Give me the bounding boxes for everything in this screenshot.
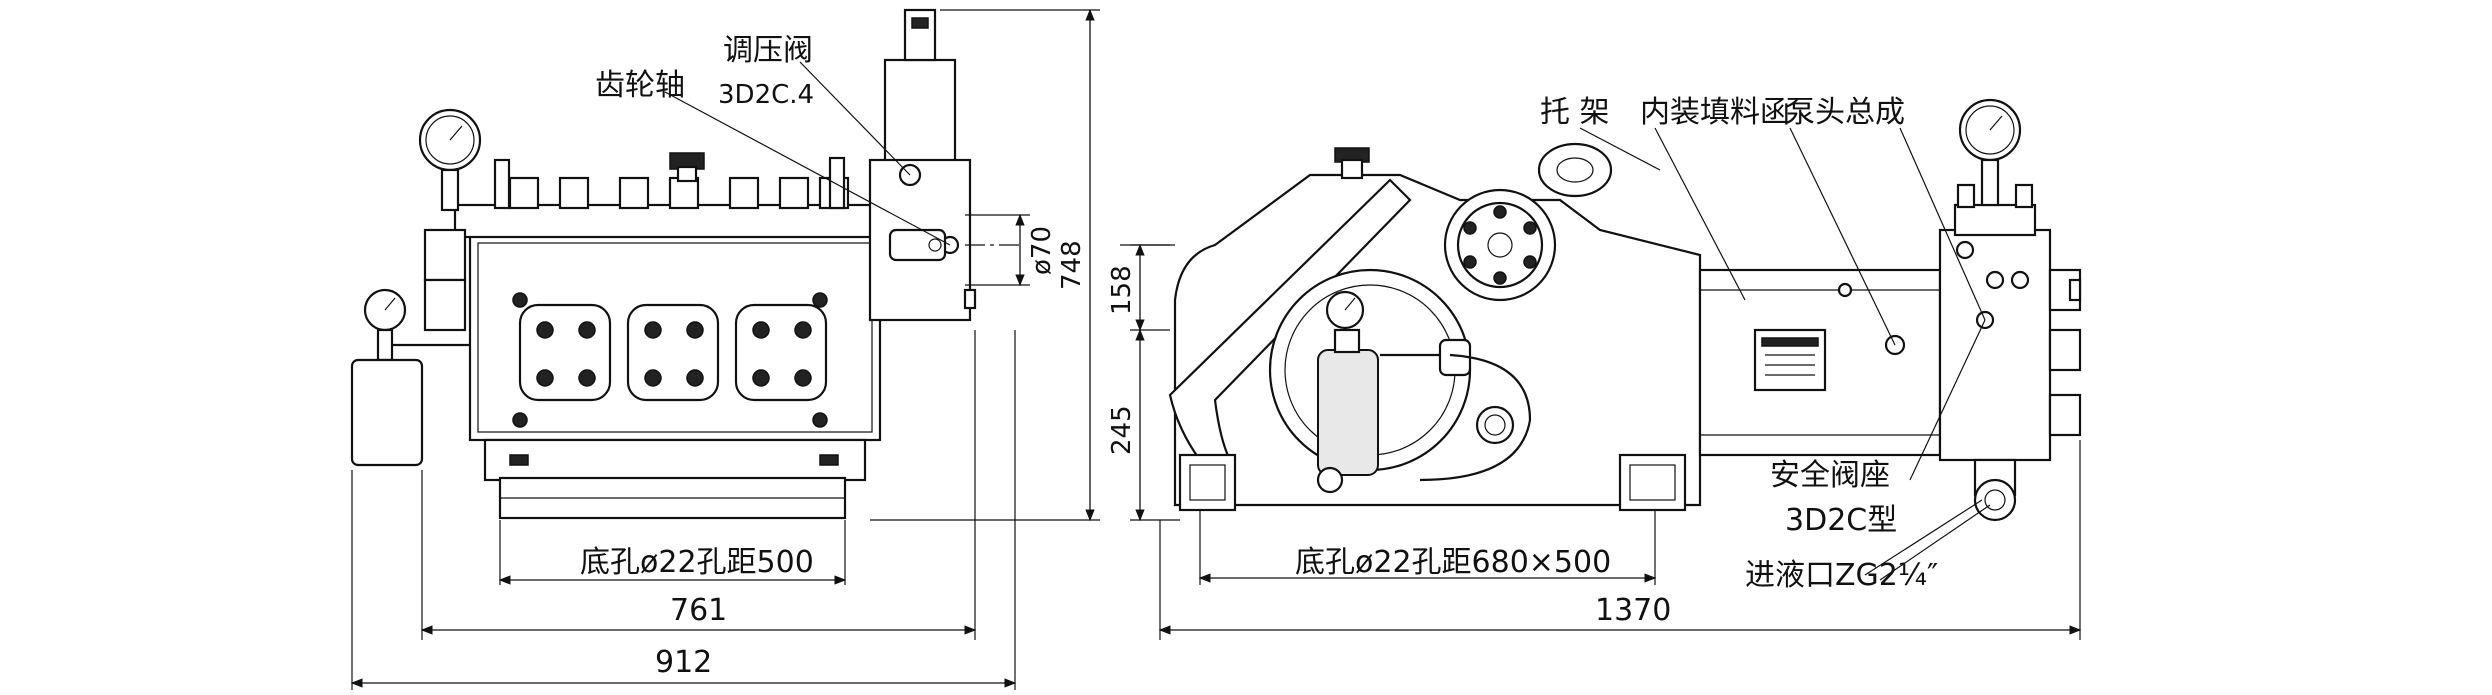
labels: 齿轮轴 调压阀 3D2C.4 托 架 内装填料函 泵头总成 安全阀座 3D2C型…: [580, 33, 1938, 680]
pressure-valve-tower: [883, 58, 957, 167]
dim-width-761: 761: [670, 593, 727, 628]
accumulator-tank: [350, 358, 424, 467]
dim-length-1370: 1370: [1595, 593, 1671, 628]
label-pressure-valve-model: 3D2C.4: [718, 80, 814, 110]
dim-shaft-dia: ø70: [1027, 226, 1057, 275]
top-bolts: [493, 156, 850, 210]
label-pump-head: 泵头总成: [1785, 95, 1905, 130]
plunger-covers: [512, 292, 828, 428]
dim-height-158: 158: [1107, 265, 1137, 315]
dim-height-total: 748: [1057, 240, 1087, 290]
label-packing-box: 内装填料函: [1640, 95, 1790, 130]
side-foot-left: [1178, 453, 1237, 512]
lifting-eye: [1537, 142, 1613, 198]
label-pressure-valve: 调压阀: [723, 33, 813, 68]
dimension-lines: [350, 8, 2082, 690]
label-gear-shaft: 齿轮轴: [595, 68, 685, 103]
front-base: [483, 438, 867, 482]
front-view: [350, 8, 1030, 520]
pump-head: [1938, 228, 2052, 462]
label-bracket: 托 架: [1540, 95, 1610, 130]
side-view: [1168, 98, 2082, 581]
label-safety-valve-model: 3D2C型: [1785, 503, 1897, 538]
inlet-port: [1973, 478, 2017, 522]
label-inlet: 进液口ZG2¼″: [1745, 558, 1938, 593]
dim-height-245: 245: [1107, 405, 1137, 455]
dim-holes-front: 底孔ø22孔距500: [580, 545, 814, 580]
dim-holes-side: 底孔ø22孔距680×500: [1295, 545, 1611, 580]
label-safety-valve: 安全阀座: [1770, 458, 1890, 493]
dim-width-912: 912: [655, 645, 712, 680]
